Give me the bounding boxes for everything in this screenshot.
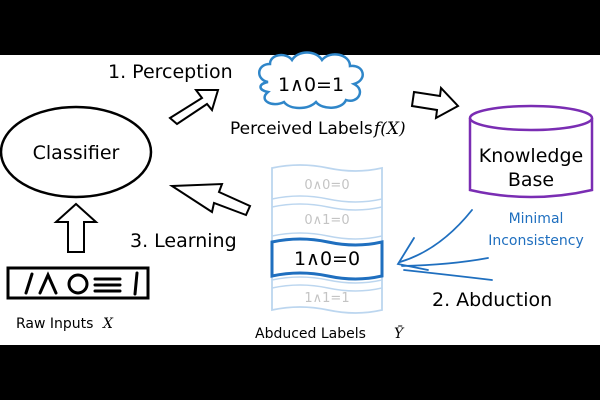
knowledge-base-label-line2: Base	[508, 169, 554, 191]
raw-to-classifier-arrow	[53, 202, 99, 253]
candidate-0: 0∧0=0	[304, 178, 349, 193]
cloud-text: 1∧0=1	[278, 74, 344, 96]
raw-inputs-label: Raw Inputs	[16, 316, 93, 332]
cloud-to-kb-arrow	[410, 85, 460, 120]
learning-arrow	[168, 182, 252, 217]
perception-arrow	[168, 89, 220, 126]
abduced-labels-math: Ȳ	[394, 324, 405, 342]
abduction-step-label: 2. Abduction	[432, 289, 552, 311]
classifier-node	[0, 105, 153, 199]
classifier-label: Classifier	[33, 142, 120, 164]
knowledge-base-node	[468, 104, 594, 199]
perceived-labels-math: f(X)	[372, 119, 406, 139]
perceived-labels-label: Perceived Labels	[230, 119, 373, 139]
minimal-inconsistency-line1: Minimal	[509, 211, 564, 227]
knowledge-base-label-line1: Knowledge	[479, 145, 583, 167]
abduced-labels-label: Abduced Labels	[255, 326, 366, 342]
perception-step-label: 1. Perception	[108, 61, 233, 83]
minimal-inconsistency-line2: Inconsistency	[488, 233, 584, 249]
candidate-3: 1∧1=1	[304, 291, 349, 306]
handwritten-digits	[24, 271, 139, 296]
raw-inputs-math: X	[102, 316, 114, 332]
abduction-curve-arrows	[396, 209, 493, 281]
candidate-selected: 1∧0=0	[294, 248, 360, 270]
cloud-shape	[258, 51, 364, 110]
selected-candidate-box	[270, 237, 384, 281]
candidate-1: 0∧1=0	[304, 213, 349, 228]
learning-step-label: 3. Learning	[130, 230, 237, 252]
